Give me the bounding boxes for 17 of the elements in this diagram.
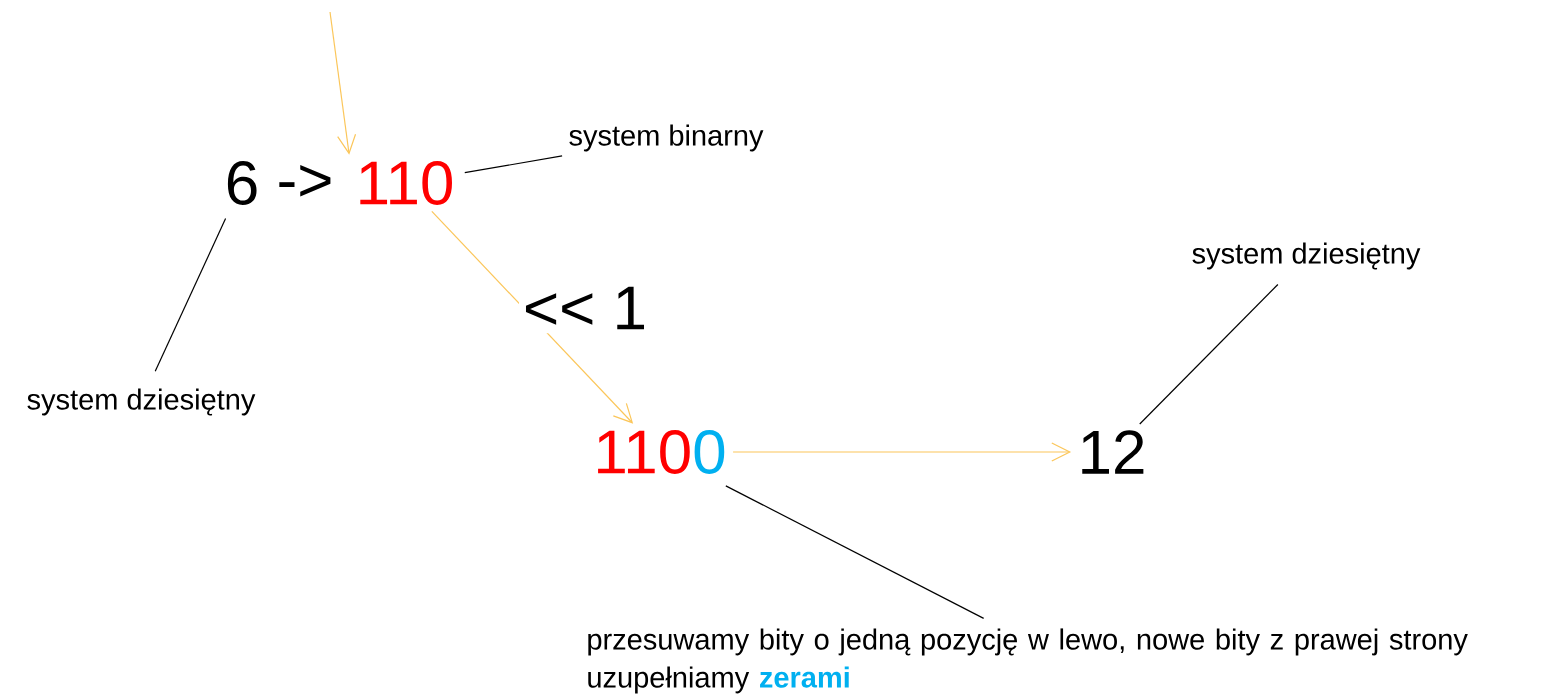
number-text: 1100 [598, 430, 725, 474]
arrow [732, 442, 1072, 462]
annotation-text: system dziesiętny [1192, 242, 1421, 270]
arrow [329, 11, 357, 155]
edge-label: << 1 [518, 282, 652, 334]
leader-line [1139, 283, 1279, 425]
leader-line [725, 485, 985, 619]
number-text: 110 [360, 161, 452, 205]
number-text: 12 [1082, 430, 1144, 474]
leader-line [154, 218, 227, 372]
annotation-text: system binarny [569, 124, 764, 152]
note-text: przesuwamy bity o jedną pozycję w lewo, nowe bity z prawej strony uzupełniamy zerami [588, 628, 1468, 694]
annotation-text: system dziesiętny [27, 388, 256, 416]
leader-line [464, 155, 563, 174]
arrow [431, 210, 634, 424]
operator-text: -> [279, 164, 331, 197]
number-text: 6 [227, 161, 257, 205]
